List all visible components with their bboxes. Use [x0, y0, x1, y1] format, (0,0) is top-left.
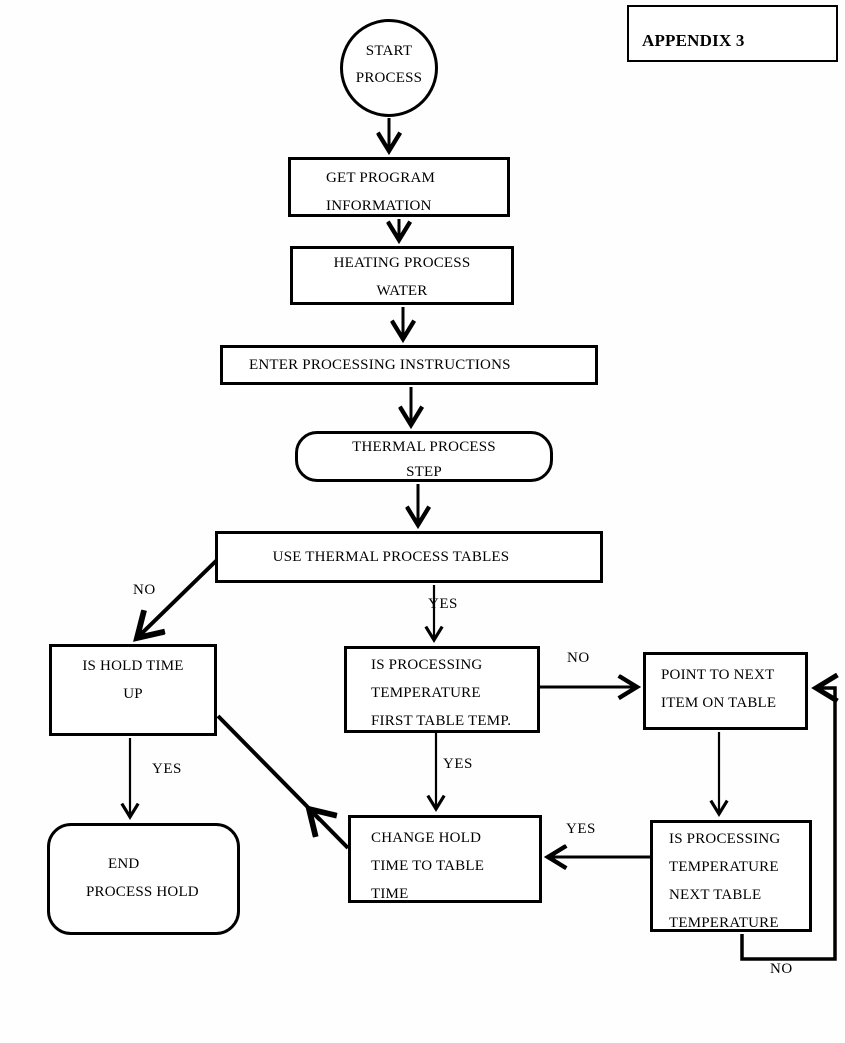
- node-text: ITEM ON TABLE: [661, 695, 777, 711]
- edge-label-yes-first-temp: YES: [443, 756, 473, 772]
- edge-label-yes-hold-time: YES: [152, 761, 182, 777]
- node-point-to-next-item-on-table: POINT TO NEXT ITEM ON TABLE: [643, 652, 808, 730]
- node-text: IS PROCESSING: [669, 831, 781, 847]
- node-text: TEMPERATURE: [371, 685, 481, 701]
- node-text: USE THERMAL PROCESS TABLES: [272, 549, 510, 565]
- edge-label-no-first-temp: NO: [567, 650, 590, 666]
- node-text: UP: [123, 686, 143, 702]
- node-text: IS PROCESSING: [371, 657, 483, 673]
- edge-label-no-use-tables: NO: [133, 582, 156, 598]
- node-text: START: [365, 43, 413, 59]
- node-heating-process-water: HEATING PROCESS WATER: [290, 246, 514, 305]
- node-text: END: [108, 856, 140, 872]
- node-text: FIRST TABLE TEMP.: [371, 713, 512, 729]
- appendix-label: APPENDIX 3: [642, 31, 745, 50]
- node-is-hold-time-up: IS HOLD TIME UP: [49, 644, 217, 736]
- node-is-processing-temperature-next-table-temperature: IS PROCESSING TEMPERATURE NEXT TABLE TEM…: [650, 820, 812, 932]
- node-text: CHANGE HOLD: [371, 830, 482, 846]
- edge-change-to-hold-diagonal: [216, 714, 350, 850]
- edge-change-to-hold-arrowhead: [309, 809, 320, 820]
- node-thermal-process-step: THERMAL PROCESS STEP: [295, 431, 553, 482]
- edge-label-yes-next-temp: YES: [566, 821, 596, 837]
- appendix-box: APPENDIX 3: [627, 5, 838, 62]
- node-text: PROCESS: [355, 70, 423, 86]
- node-text: TEMPERATURE: [669, 859, 779, 875]
- node-is-processing-temperature-first-table-temp: IS PROCESSING TEMPERATURE FIRST TABLE TE…: [344, 646, 540, 733]
- node-end-process-hold: END PROCESS HOLD: [47, 823, 240, 935]
- edge-label-yes-use-tables: YES: [428, 596, 458, 612]
- node-enter-processing-instructions: ENTER PROCESSING INSTRUCTIONS: [220, 345, 598, 385]
- node-text: THERMAL PROCESS: [352, 439, 496, 455]
- node-text: PROCESS HOLD: [86, 884, 199, 900]
- node-text: GET PROGRAM: [326, 170, 436, 186]
- node-change-hold-time-to-table-time: CHANGE HOLD TIME TO TABLE TIME: [348, 815, 542, 903]
- node-text: HEATING PROCESS: [333, 255, 471, 271]
- edge-use-tables-no-diagonal: [137, 558, 219, 638]
- node-text: IS HOLD TIME: [82, 658, 184, 674]
- node-text: WATER: [376, 283, 428, 299]
- node-use-thermal-process-tables: USE THERMAL PROCESS TABLES: [215, 531, 603, 583]
- node-text: NEXT TABLE: [669, 887, 762, 903]
- node-text: TEMPERATURE: [669, 915, 779, 931]
- node-start-process: START PROCESS: [340, 19, 438, 117]
- edge-label-no-next-temp: NO: [770, 961, 793, 977]
- node-text: TIME: [371, 886, 409, 902]
- node-text: ENTER PROCESSING INSTRUCTIONS: [249, 357, 511, 373]
- node-text: POINT TO NEXT: [661, 667, 775, 683]
- edge-next-temp-no-loop: [740, 688, 835, 961]
- node-text: STEP: [406, 464, 442, 480]
- node-text: TIME TO TABLE: [371, 858, 485, 874]
- node-get-program-information: GET PROGRAM INFORMATION: [288, 157, 510, 217]
- node-text: INFORMATION: [326, 198, 432, 214]
